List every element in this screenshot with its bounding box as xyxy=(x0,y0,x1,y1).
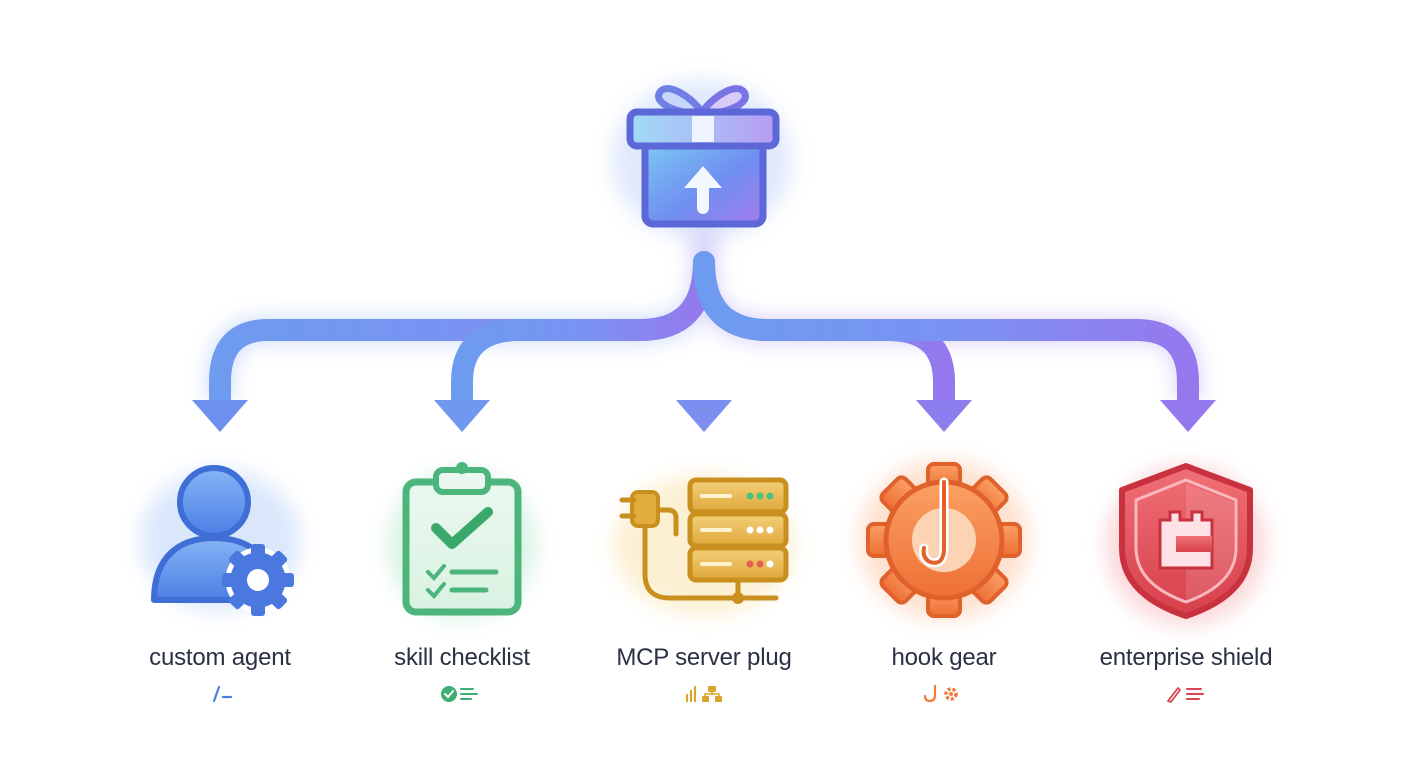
clipboard-check-icon xyxy=(387,462,537,620)
user-gear-icon xyxy=(140,465,300,616)
arrow-head-hook-gear xyxy=(916,400,972,432)
pen-lines-icon xyxy=(1146,684,1226,704)
label-enterprise-shield: enterprise shield xyxy=(1099,644,1273,671)
castle-shield-icon xyxy=(1106,463,1266,625)
bars-network-icon xyxy=(664,684,744,704)
arrow-head-enterprise-shield xyxy=(1160,400,1216,432)
arrow-head-custom-agent xyxy=(192,400,248,432)
arrow-head-mcp-server xyxy=(676,400,732,432)
label-hook-gear: hook gear xyxy=(891,644,997,671)
connector-to-skill-checklist xyxy=(451,251,715,409)
hook-small-gear-icon xyxy=(904,684,984,704)
label-mcp-server-plug: MCP server plug xyxy=(616,644,792,671)
arrow-head-skill-checklist xyxy=(434,400,490,432)
connector-to-enterprise-shield xyxy=(693,251,1199,409)
label-skill-checklist: skill checklist xyxy=(394,644,530,671)
arrow-heads xyxy=(192,400,1216,432)
gift-box-upload-icon xyxy=(612,80,792,240)
connector-tree xyxy=(209,217,1199,409)
slash-command-icon xyxy=(182,684,262,704)
hook-gear-icon xyxy=(859,460,1029,620)
check-lines-icon xyxy=(422,684,502,704)
plug-server-icon xyxy=(614,475,794,615)
label-custom-agent: custom agent xyxy=(149,644,291,671)
